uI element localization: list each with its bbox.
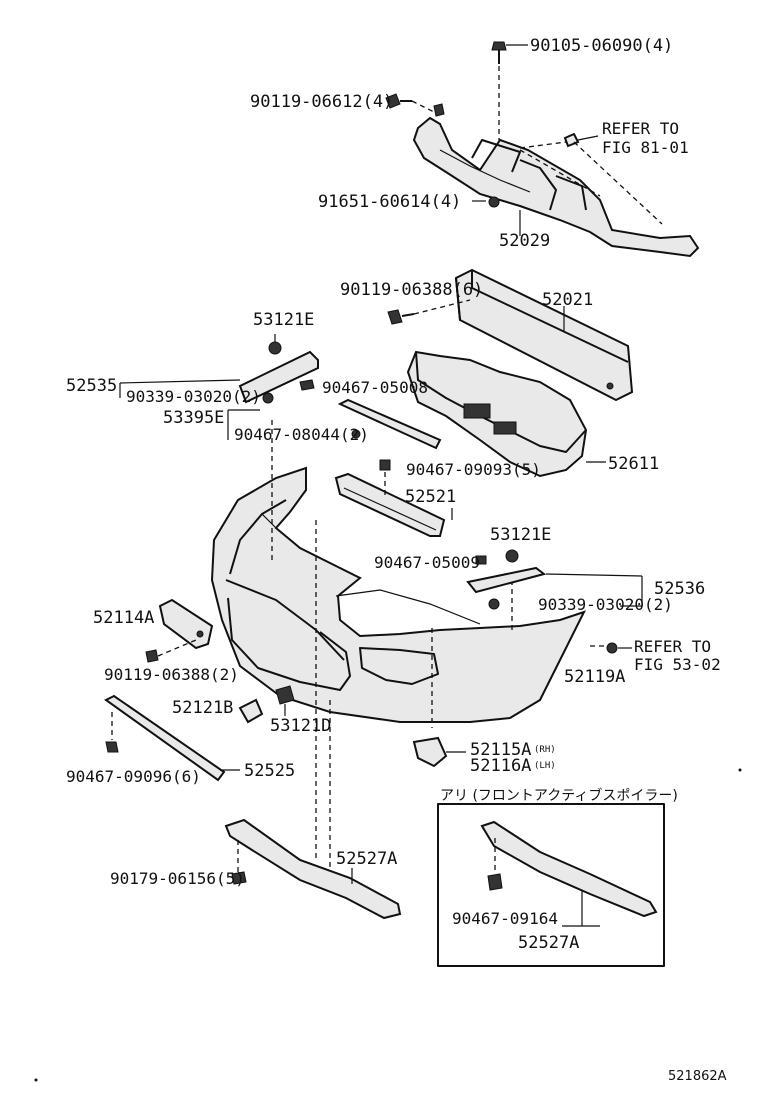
label-90179: 90179-06156(5) bbox=[110, 869, 245, 888]
label-52527a: 52527A bbox=[336, 849, 397, 869]
spoiler-52527a bbox=[224, 818, 402, 920]
label-refer-to-1: REFER TO bbox=[602, 119, 679, 138]
active-spoiler-inset-box bbox=[437, 803, 665, 967]
label-52029: 52029 bbox=[499, 231, 550, 251]
nut-91651 bbox=[472, 196, 500, 208]
label-fig-81-01: FIG 81-01 bbox=[602, 138, 689, 157]
label-90467-09093: 90467-09093(5) bbox=[406, 460, 541, 479]
label-91651: 91651-60614(4) bbox=[318, 192, 461, 212]
label-52535: 52535 bbox=[66, 376, 117, 396]
strip-53395e bbox=[337, 398, 442, 450]
bolt-90119-06612 bbox=[385, 93, 445, 117]
label-53121d: 53121D bbox=[270, 716, 331, 736]
label-90467-05008: 90467-05008 bbox=[322, 378, 428, 397]
retainer-52521 bbox=[334, 459, 453, 537]
label-53121e-b: 53121E bbox=[490, 525, 551, 545]
label-90339-b: 90339-03020(2) bbox=[538, 595, 673, 614]
label-52611: 52611 bbox=[608, 454, 659, 474]
label-52525: 52525 bbox=[244, 761, 295, 781]
label-box-title: アリ (フロントアクティブスポイラー) bbox=[440, 787, 678, 804]
label-52115a: 52115A bbox=[470, 740, 531, 760]
label-52116a: 52116A bbox=[470, 756, 531, 776]
label-90467-08044: 90467-08044(2) bbox=[234, 425, 369, 444]
bolt-90119-06388-top bbox=[387, 299, 471, 325]
bracket-52535 bbox=[119, 334, 319, 440]
label-90339-a: 90339-03020(2) bbox=[126, 387, 261, 406]
absorber-52611 bbox=[406, 350, 606, 478]
bumper-cover-52119a bbox=[210, 466, 586, 723]
bolt-90105 bbox=[491, 41, 528, 140]
label-rh: (RH) bbox=[534, 745, 556, 755]
label-90467-09096: 90467-09096(6) bbox=[66, 767, 201, 786]
refer-fig-53-02-marker bbox=[590, 642, 632, 654]
label-52536: 52536 bbox=[654, 579, 705, 599]
label-refer-to-2: REFER TO bbox=[634, 637, 711, 656]
label-53121e-a: 53121E bbox=[253, 310, 314, 330]
label-52121b: 52121B bbox=[172, 698, 233, 718]
label-90119-06388-6: 90119-06388(6) bbox=[340, 280, 483, 300]
dot-mark-2 bbox=[738, 768, 742, 772]
label-fig-53-02: FIG 53-02 bbox=[634, 655, 721, 674]
bracket-52121b bbox=[238, 685, 295, 724]
label-90467-09164: 90467-09164 bbox=[452, 909, 558, 928]
bracket-52536 bbox=[466, 549, 643, 610]
label-53395e: 53395E bbox=[163, 408, 224, 428]
label-52527a-box: 52527A bbox=[518, 933, 579, 953]
bracket-52115a bbox=[412, 736, 466, 768]
dot-mark bbox=[34, 1078, 38, 1082]
retainer-52525 bbox=[104, 694, 240, 782]
label-90105: 90105-06090(4) bbox=[530, 36, 673, 56]
labels: 90105-06090(4) 90119-06612(4) REFER TO F… bbox=[66, 36, 727, 1084]
reinforcement-52021 bbox=[454, 268, 634, 402]
radiator-support-52029 bbox=[412, 116, 700, 258]
label-52119a: 52119A bbox=[564, 667, 625, 687]
label-90467-05009: 90467-05009 bbox=[374, 553, 480, 572]
label-52521: 52521 bbox=[405, 487, 456, 507]
refer-fig-81-01-marker bbox=[519, 132, 663, 225]
label-52114a: 52114A bbox=[93, 608, 154, 628]
figure-code: 521862A bbox=[668, 1069, 727, 1084]
label-90119-06612: 90119-06612(4) bbox=[250, 92, 393, 112]
bracket-52114a bbox=[145, 598, 214, 663]
label-52021: 52021 bbox=[542, 290, 593, 310]
label-90119-06388-2: 90119-06388(2) bbox=[104, 665, 239, 684]
label-lh: (LH) bbox=[534, 761, 556, 771]
